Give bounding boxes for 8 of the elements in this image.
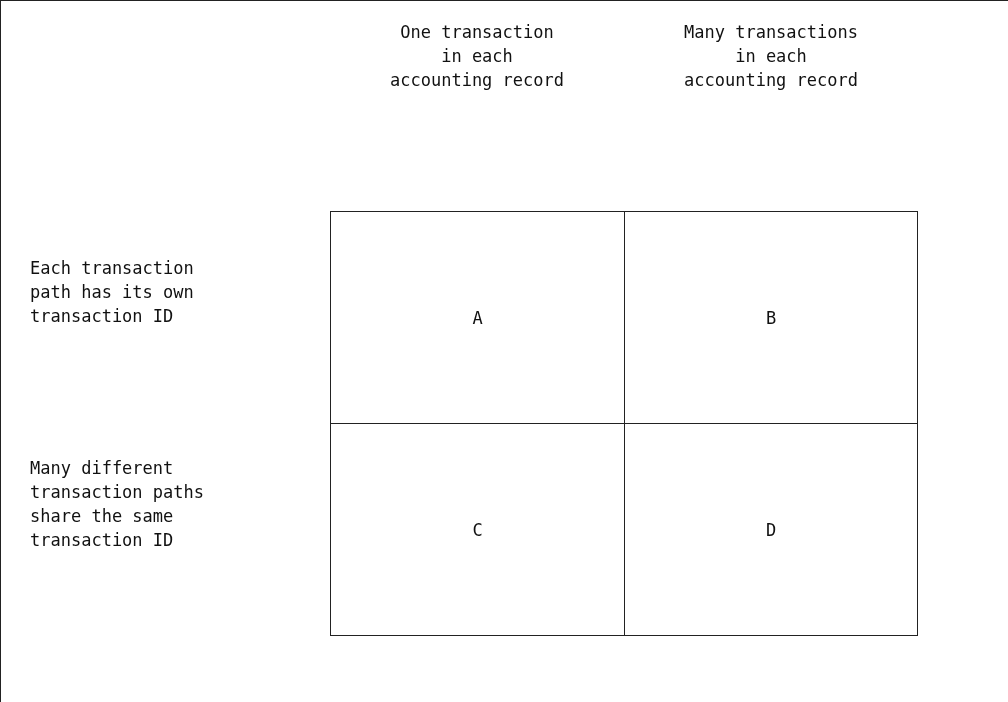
matrix-cell: A (330, 211, 625, 424)
column-header: Many transactions in each accounting record (683, 21, 859, 92)
matrix-cell: D (624, 423, 918, 636)
row-header: Each transaction path has its own transaction ID (30, 257, 195, 328)
column-header: One transaction in each accounting record (389, 21, 565, 92)
matrix-cell: B (624, 211, 918, 424)
row-header: Many different transaction paths share the same transaction ID (30, 457, 205, 552)
matrix-cell: C (330, 423, 625, 636)
